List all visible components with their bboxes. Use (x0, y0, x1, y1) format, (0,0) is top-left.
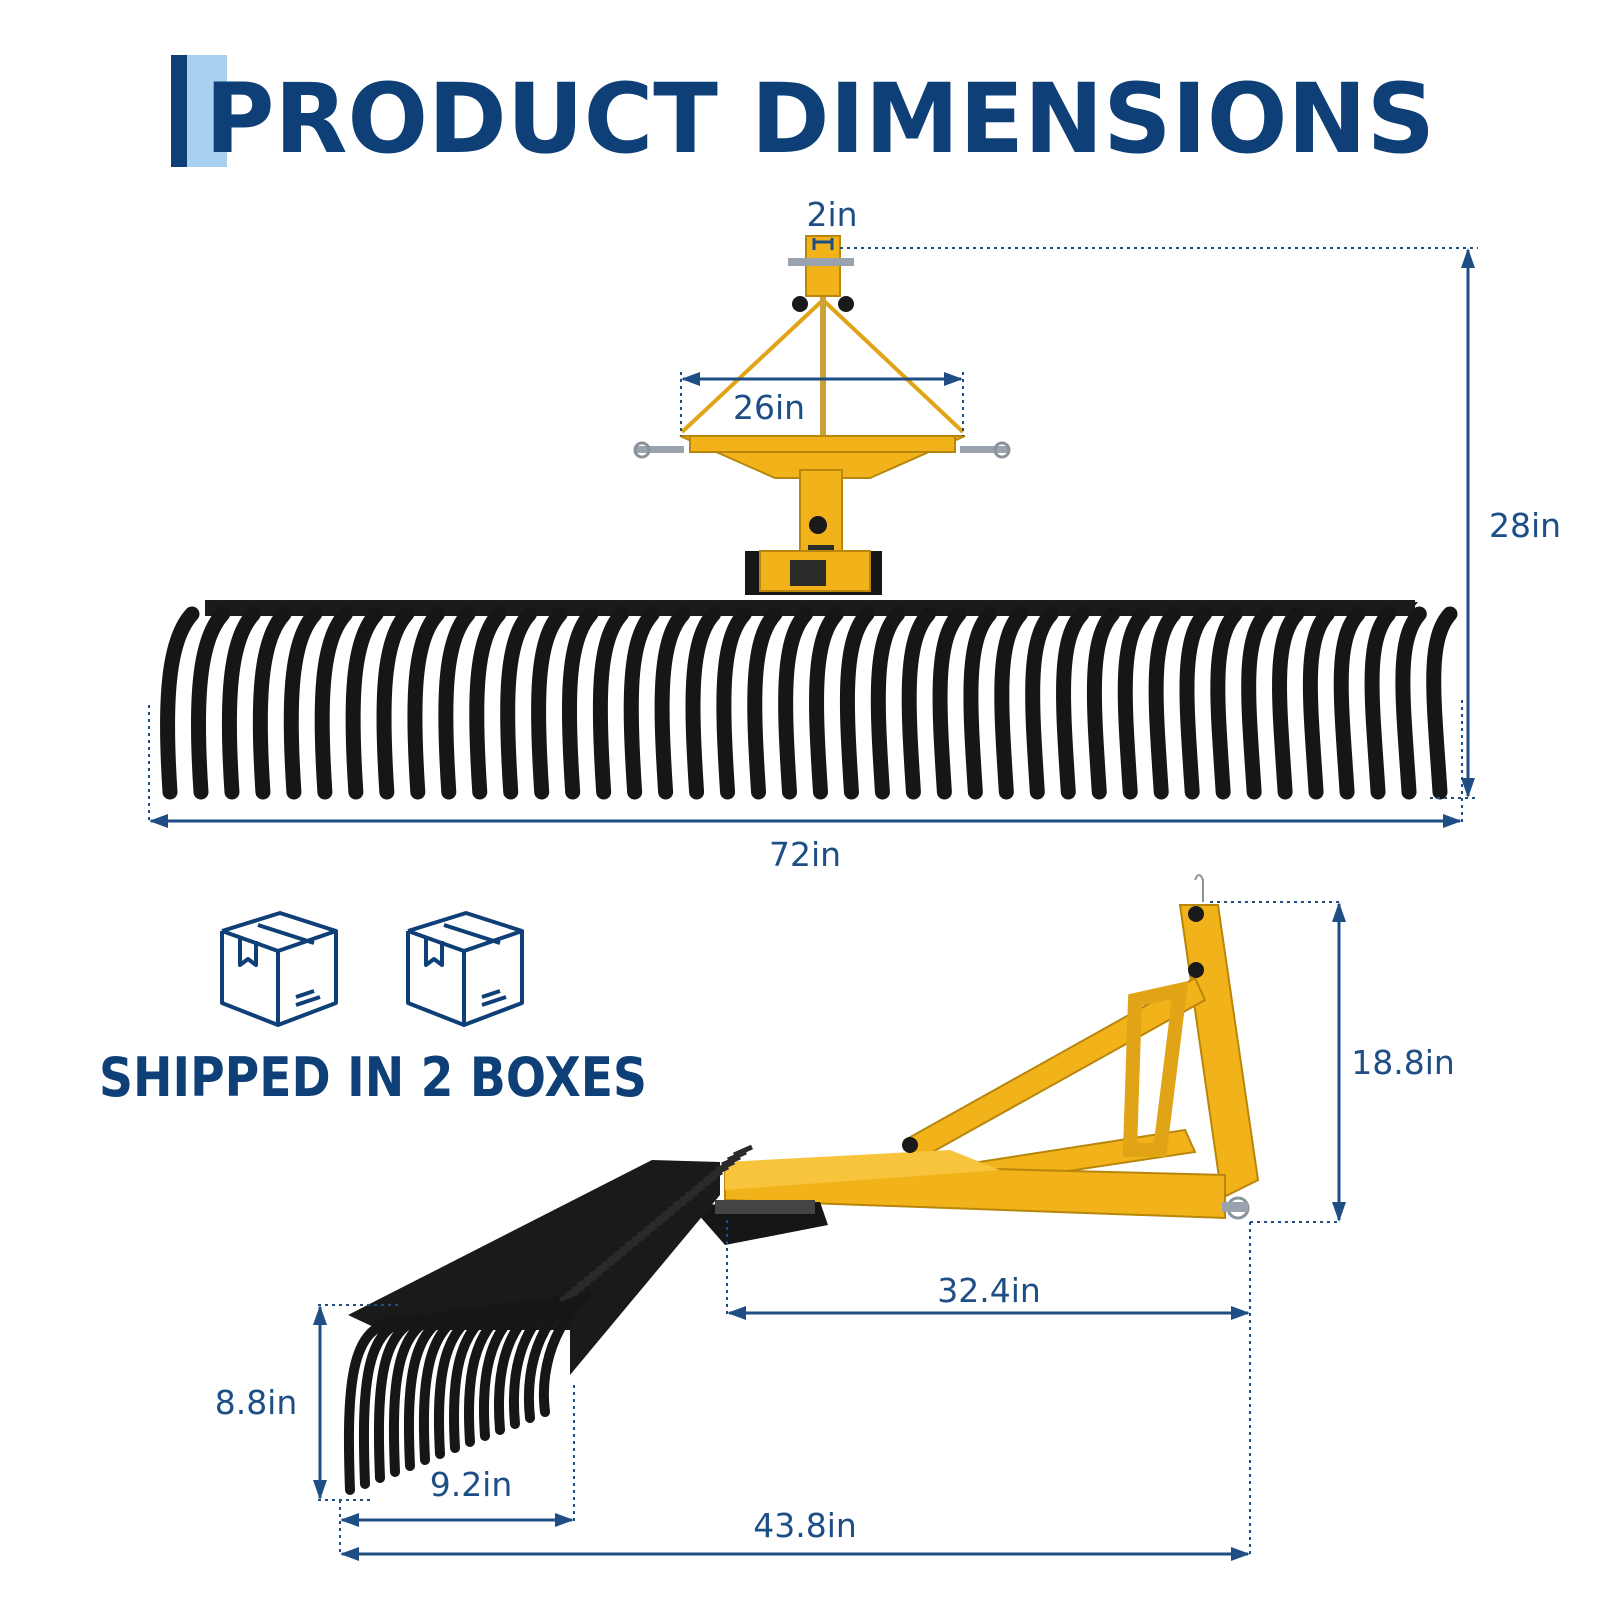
side-rake-tine (538, 1291, 592, 1417)
side-rake-tine (448, 1303, 502, 1453)
rake-tine (870, 606, 906, 800)
side-rake-tine (508, 1295, 562, 1429)
side-rake-tine (343, 1317, 397, 1495)
rake-tine (345, 606, 384, 800)
rake-tine (809, 606, 844, 800)
rake-tine (1395, 606, 1427, 800)
rake-tine (1302, 606, 1335, 800)
rake-side-view (343, 874, 1260, 1495)
rake-tine (376, 606, 415, 800)
pin-width-label: 2in (806, 195, 857, 234)
side-rake-tine (373, 1313, 427, 1483)
rake-tine (1241, 606, 1274, 800)
rake-tine (221, 606, 261, 800)
overall-width-label: 72in (769, 835, 841, 874)
rake-tine (1086, 606, 1120, 800)
rake-tine (1179, 606, 1213, 800)
tine-depth-label: 9.2in (430, 1465, 513, 1504)
shipping-info: SHIPPED IN 2 BOXES (99, 911, 647, 1109)
page-title: PRODUCT DIMENSIONS (205, 63, 1435, 175)
rake-tine (500, 606, 538, 800)
rake-tine (901, 606, 936, 800)
overall-height-label: 28in (1489, 506, 1561, 545)
box-icon (406, 911, 524, 1027)
rake-tine (1210, 606, 1243, 800)
rake-tine (1025, 606, 1059, 800)
side-rake-tine (493, 1297, 547, 1435)
rake-tine (1333, 606, 1366, 800)
rake-tine (1148, 606, 1182, 800)
rake-tines (160, 606, 1458, 800)
hitch-frame (633, 235, 1011, 595)
box-icon (220, 911, 338, 1027)
rake-top-view (160, 235, 1458, 800)
rake-tine (283, 606, 323, 800)
rake-tine (190, 606, 231, 800)
rake-tine (531, 606, 568, 800)
side-rake-tine (418, 1307, 472, 1465)
rake-tine (685, 606, 722, 800)
rake-tine (654, 606, 691, 800)
mast (1178, 904, 1260, 1200)
rake-tine (438, 606, 476, 800)
side-rake-tine (358, 1315, 412, 1489)
rake-tine (407, 606, 445, 800)
side-rake-tine (478, 1299, 532, 1441)
side-rake-tine (433, 1305, 487, 1459)
rake-tine (778, 606, 814, 800)
rake-tine (561, 606, 599, 800)
rake-tine (994, 606, 1028, 800)
hitch-width-label: 26in (733, 388, 805, 427)
rake-tine (160, 606, 200, 800)
side-rake-tine (732, 1144, 754, 1158)
rake-tine (592, 606, 630, 800)
title-group: PRODUCT DIMENSIONS (171, 55, 1435, 175)
rake-tine (1364, 606, 1397, 800)
side-dimension-lines: 18.8in 32.4in 8.8in 9.2in 43.8in (215, 901, 1455, 1561)
tine-height-label: 8.8in (215, 1383, 298, 1422)
rake-tine (469, 606, 507, 800)
title-accent-bar (171, 55, 187, 167)
side-rake-tine (403, 1309, 457, 1471)
mast-height-label: 18.8in (1351, 1043, 1455, 1082)
rake-tine (839, 606, 875, 800)
overall-length-label: 43.8in (753, 1506, 857, 1545)
rake-tine (252, 606, 292, 800)
side-rake-tines (343, 1144, 754, 1495)
tongue-length-label: 32.4in (937, 1271, 1041, 1310)
rake-tine (314, 606, 353, 800)
rake-tine (716, 606, 752, 800)
rake-tine (747, 606, 783, 800)
rake-tine (1426, 606, 1458, 800)
rake-tine (1272, 606, 1305, 800)
rake-tine (623, 606, 660, 800)
side-rake-tine (388, 1311, 442, 1477)
rake-tine (932, 606, 967, 800)
side-rake-tine (463, 1301, 517, 1447)
shipping-text: SHIPPED IN 2 BOXES (99, 1046, 647, 1109)
rake-tine (1056, 606, 1090, 800)
rake-tine (1117, 606, 1151, 800)
top-dimension-lines: 2in 28in 26in 72in (148, 195, 1561, 874)
side-rake-tine (523, 1293, 577, 1423)
rake-tine (963, 606, 998, 800)
